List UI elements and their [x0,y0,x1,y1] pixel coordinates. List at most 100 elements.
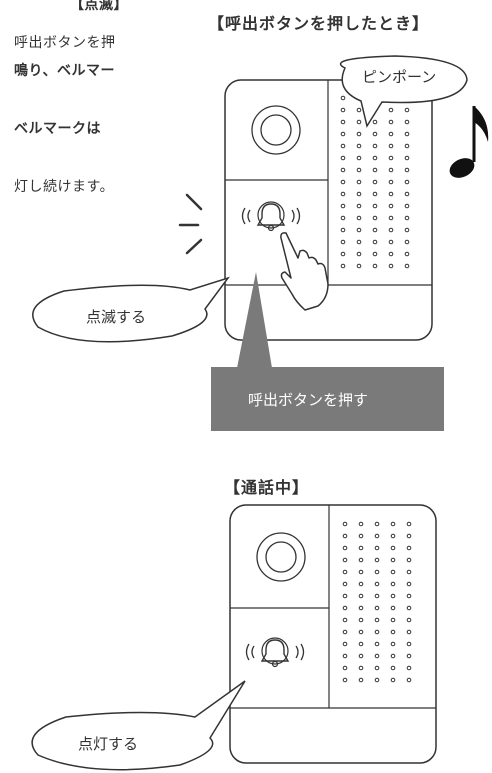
speaker-hole [406,629,412,635]
speaker-hole [356,167,362,173]
press-banner [211,367,444,431]
speaker-hole [406,653,412,659]
left-text-line1: 【点滅】 [70,0,128,13]
speaker-hole [388,131,394,137]
speaker-hole [406,557,412,563]
speaker-hole [388,143,394,149]
speaker-hole [404,179,410,185]
chime-bubble [339,55,468,128]
speaker-hole [374,569,380,575]
left-text-line2: 呼出ボタンを押 [14,35,116,51]
speaker-hole [342,641,348,647]
speaker-hole [374,653,380,659]
speaker-hole [356,215,362,221]
speaker-hole [342,665,348,671]
left-text-line3: 鳴り、ベルマー [14,63,115,79]
camera-lens-icon [251,105,301,155]
speaker-hole [356,203,362,209]
speaker-hole [372,167,378,173]
speaker-hole [406,665,412,671]
speaker-hole [390,593,396,599]
lit-bubble [31,680,246,771]
speaker-hole [390,545,396,551]
speaker-hole [374,605,380,611]
speaker-hole [404,191,410,197]
speaker-hole [356,191,362,197]
speaker-hole [390,557,396,563]
speaker-hole [372,263,378,269]
speaker-hole [358,605,364,611]
camera-lens-icon [256,532,306,582]
speaker-hole [372,203,378,209]
speaker-hole [404,155,410,161]
speaker-hole [340,191,346,197]
speaker-hole [374,617,380,623]
speaker-hole [358,617,364,623]
left-text-line5: 灯し続けます。 [14,179,115,195]
speaker-hole [404,215,410,221]
speaker-hole [388,179,394,185]
press-banner-text: 呼出ボタンを押す [248,391,369,409]
speaker-hole [372,215,378,221]
left-text-line4: ベルマークは [14,121,101,137]
speaker-hole [404,131,410,137]
speaker-hole [388,263,394,269]
speaker-hole [358,581,364,587]
speaker-hole [342,677,348,683]
speaker-hole [342,557,348,563]
speaker-hole [356,131,362,137]
speaker-hole [388,227,394,233]
speaker-hole [342,521,348,527]
speaker-hole [356,155,362,161]
speaker-hole [388,203,394,209]
bell-icon [245,637,305,668]
speaker-hole [404,251,410,257]
speaker-hole [404,203,410,209]
speaker-hole [372,179,378,185]
speaker-hole [406,593,412,599]
speaker-hole [390,677,396,683]
speaker-hole [388,107,394,113]
speaker-hole [390,533,396,539]
speaker-hole [358,533,364,539]
lit-bubble-text: 点灯する [78,735,139,753]
speaker-hole [342,545,348,551]
speaker-hole [406,617,412,623]
speaker-hole [404,227,410,233]
speaker-hole [406,533,412,539]
speaker-hole [342,617,348,623]
speaker-hole [388,191,394,197]
speaker-hole [356,227,362,233]
speaker-hole [406,677,412,683]
speaker-hole [342,653,348,659]
speaker-hole [388,215,394,221]
speaker-hole [372,251,378,257]
speaker-hole [390,521,396,527]
blink-rays-icon [178,193,203,255]
speaker-hole [340,155,346,161]
speaker-hole [340,179,346,185]
speaker-hole [374,581,380,587]
speaker-hole [340,167,346,173]
speaker-hole [340,119,346,125]
speaker-hole [374,545,380,551]
speaker-hole [358,593,364,599]
speaker-hole [340,263,346,269]
speaker-hole [340,203,346,209]
speaker-hole [372,143,378,149]
speaker-hole [390,581,396,587]
speaker-hole [342,605,348,611]
speaker-hole [404,239,410,245]
speaker-hole [358,653,364,659]
speaker-hole [406,641,412,647]
hand-pointer-icon [280,232,329,311]
speaker-hole [356,143,362,149]
speaker-hole [340,143,346,149]
speaker-hole [390,665,396,671]
speaker-hole [406,581,412,587]
chime-bubble-text: ピンポーン [362,68,437,86]
music-note-icon [449,106,489,178]
speaker-hole [358,629,364,635]
